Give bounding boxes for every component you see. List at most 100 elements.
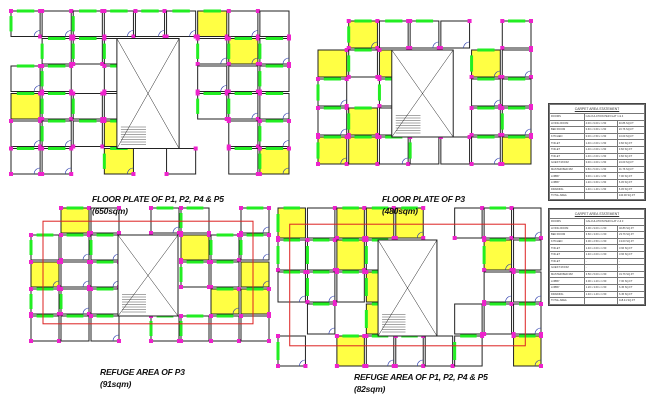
room bbox=[501, 136, 532, 165]
room bbox=[240, 288, 270, 315]
room-area: 23.76 SQ.FT bbox=[616, 126, 646, 134]
column bbox=[89, 287, 93, 291]
room-calc: 1.40 x 2.00 x 1.50 bbox=[583, 145, 618, 154]
door-swing bbox=[505, 263, 512, 271]
column bbox=[226, 146, 231, 151]
column bbox=[162, 9, 167, 13]
room-calc: 3.50 x 5.00 x 1.50 bbox=[583, 165, 618, 174]
drawing-title: FLOOR PLATE OF P1, P2, P4 & P5(650sqm) bbox=[92, 194, 224, 216]
room bbox=[317, 107, 348, 136]
door-swing bbox=[493, 70, 501, 78]
column bbox=[255, 9, 260, 13]
room bbox=[197, 10, 228, 37]
room-area: 6.45 SQ.FT bbox=[616, 178, 646, 187]
room bbox=[60, 288, 90, 315]
door-swing bbox=[82, 280, 90, 288]
door-swing bbox=[64, 30, 72, 37]
column bbox=[131, 172, 136, 176]
column bbox=[346, 75, 351, 79]
column bbox=[467, 135, 472, 139]
column bbox=[287, 119, 291, 123]
room bbox=[454, 335, 483, 367]
room-area: 24.00 SQ.FT bbox=[616, 159, 646, 167]
room bbox=[259, 93, 290, 120]
column bbox=[305, 270, 310, 274]
door-swing bbox=[262, 253, 270, 261]
room bbox=[30, 234, 60, 261]
column bbox=[9, 9, 13, 13]
room-name: MASTER BED RM bbox=[549, 165, 585, 174]
room bbox=[365, 335, 395, 367]
column bbox=[179, 314, 183, 318]
room-name: KITCHEN bbox=[549, 237, 585, 246]
room bbox=[513, 207, 542, 239]
door-swing bbox=[220, 85, 227, 92]
column bbox=[87, 233, 91, 237]
room-calc: 1.40 x 2.00 x 1.50 bbox=[583, 244, 619, 252]
room-calc: 3.60 x 3.60 x 1.50 bbox=[583, 126, 618, 134]
column bbox=[377, 77, 382, 81]
room-calc: 1.40 x 2.00 x 1.50 bbox=[583, 152, 618, 161]
room-name: TOILET bbox=[549, 152, 585, 161]
door-swing bbox=[299, 359, 306, 367]
column bbox=[287, 36, 291, 41]
room-calc: 1.40 x 2.00 x 1.50 bbox=[583, 139, 618, 147]
room-area: 6.45 SQ.FT bbox=[616, 185, 646, 194]
column bbox=[267, 339, 271, 343]
room bbox=[454, 303, 483, 335]
column bbox=[276, 364, 280, 368]
room bbox=[409, 20, 440, 49]
table-row: TOILET-- bbox=[549, 257, 645, 266]
column bbox=[209, 339, 213, 343]
room bbox=[513, 303, 542, 335]
room bbox=[259, 10, 290, 37]
room bbox=[501, 49, 532, 78]
room-name: DRAWING bbox=[549, 185, 585, 194]
door-swing bbox=[524, 128, 532, 136]
column bbox=[89, 260, 93, 264]
column bbox=[164, 34, 169, 39]
column bbox=[406, 46, 411, 50]
column bbox=[482, 238, 487, 242]
column bbox=[40, 9, 45, 13]
room bbox=[259, 65, 290, 92]
column bbox=[29, 287, 33, 291]
column bbox=[529, 48, 533, 52]
column bbox=[498, 133, 503, 137]
column bbox=[89, 314, 93, 318]
refuge-boundary bbox=[289, 223, 526, 347]
room-area: 3.66 SQ.FT bbox=[616, 139, 646, 147]
door-swing bbox=[112, 334, 120, 342]
column bbox=[509, 206, 514, 210]
column bbox=[375, 19, 380, 23]
room bbox=[41, 10, 72, 37]
column bbox=[344, 162, 349, 166]
column bbox=[364, 364, 369, 368]
room-name: BED ROOM bbox=[549, 231, 585, 239]
room bbox=[10, 65, 41, 92]
drawing-title: REFUGE AREA OF P1, P2, P4 & P5(82sqm) bbox=[354, 372, 488, 394]
room-calc bbox=[583, 192, 618, 200]
column bbox=[149, 206, 153, 210]
door-swing bbox=[251, 57, 258, 65]
column bbox=[209, 314, 213, 318]
room-name: TOILET bbox=[549, 250, 585, 259]
drawing-title: FLOOR PLATE OF P3(480sqm) bbox=[382, 194, 465, 216]
room bbox=[471, 136, 501, 165]
column bbox=[38, 119, 43, 123]
room bbox=[210, 315, 240, 342]
column bbox=[40, 91, 45, 96]
